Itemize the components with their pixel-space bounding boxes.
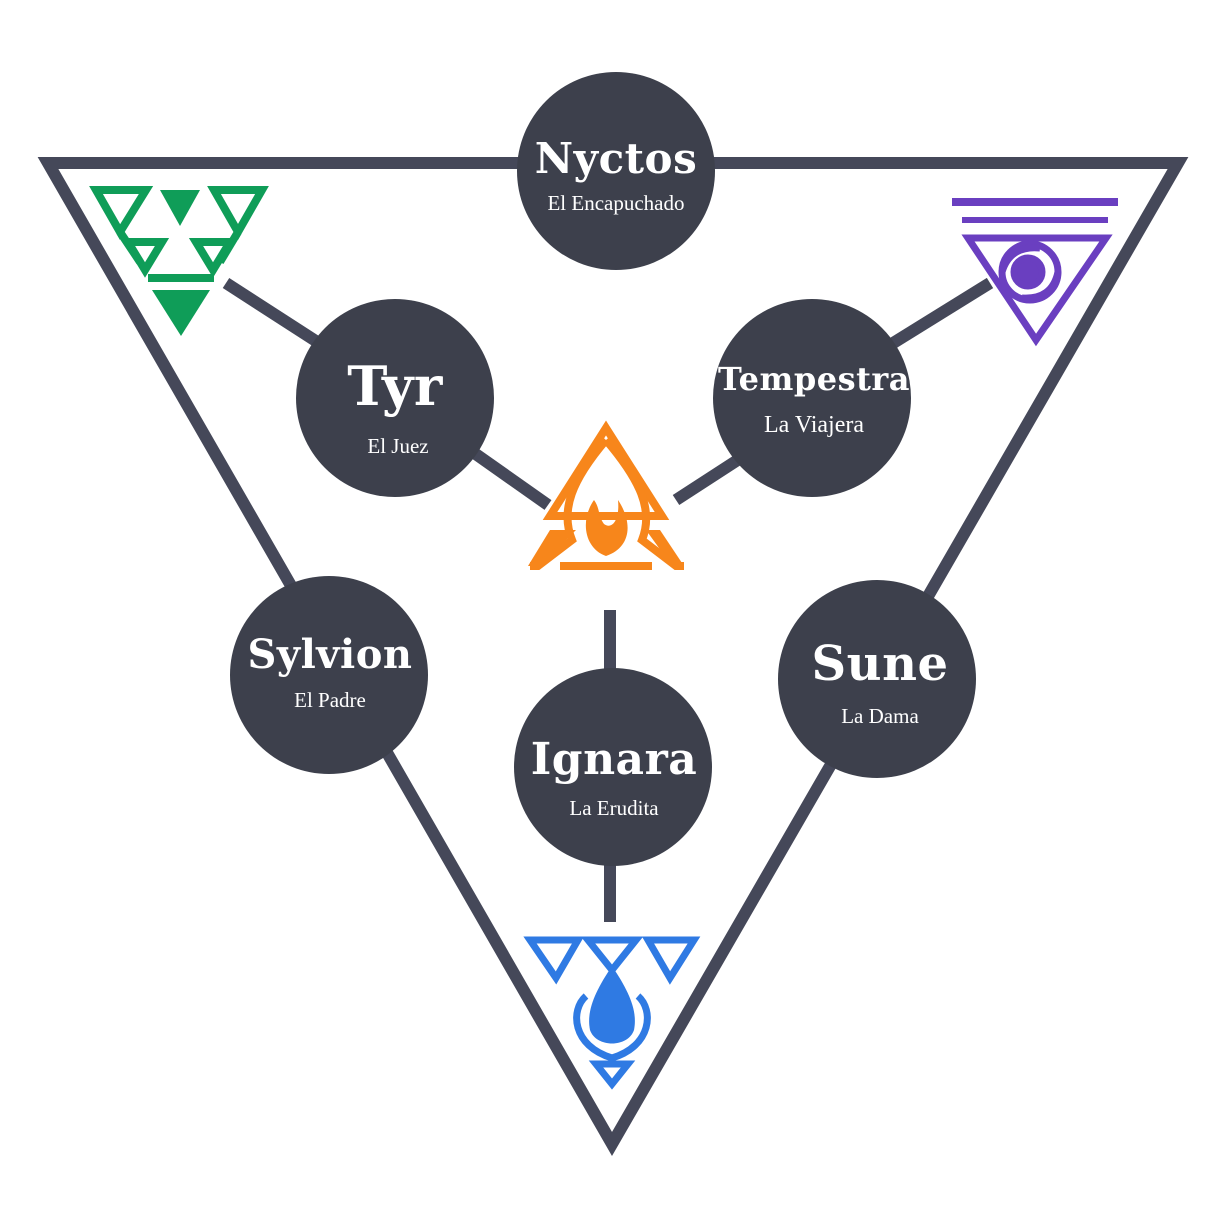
- deity-title: El Padre: [294, 688, 366, 712]
- deity-name: Tempestra: [718, 360, 910, 398]
- node-circle: [713, 299, 911, 497]
- deity-title: El Encapuchado: [547, 191, 684, 215]
- water-drop-icon: [523, 936, 701, 1090]
- deity-name: Ignara: [531, 734, 698, 785]
- deity-node-sylvion: Sylvion El Padre: [230, 576, 428, 774]
- deity-node-tempestra: Tempestra La Viajera: [713, 299, 911, 497]
- deity-name: Tyr: [347, 354, 443, 418]
- deity-title: La Erudita: [569, 796, 659, 820]
- deity-node-ignara: Ignara La Erudita: [514, 668, 712, 866]
- node-circle: [517, 72, 715, 270]
- node-circle: [296, 299, 494, 497]
- deity-title: La Viajera: [764, 412, 864, 438]
- deity-title: El Juez: [367, 434, 428, 458]
- fire-flame-icon: [528, 420, 684, 570]
- deity-title: La Dama: [841, 704, 919, 728]
- connectors: [222, 277, 994, 922]
- connector-tyr-fire: [466, 445, 552, 510]
- node-circle: [230, 576, 428, 774]
- deity-name: Sune: [812, 636, 949, 692]
- deity-node-sune: Sune La Dama: [778, 580, 976, 778]
- node-circle: [778, 580, 976, 778]
- deity-name: Sylvion: [247, 631, 412, 678]
- node-circle: [514, 668, 712, 866]
- nature-leaf-icon: [89, 186, 269, 336]
- connector-tempestra-wind: [886, 277, 994, 351]
- deity-node-tyr: Tyr El Juez: [296, 299, 494, 497]
- wind-spiral-icon: [952, 198, 1118, 347]
- connector-nature-tyr: [222, 277, 326, 351]
- deity-node-nyctos: Nyctos El Encapuchado: [517, 72, 715, 270]
- deity-name: Nyctos: [535, 134, 697, 183]
